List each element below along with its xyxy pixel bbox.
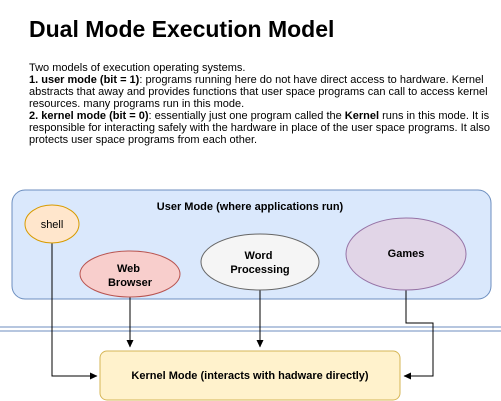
shell-label: shell xyxy=(41,219,64,231)
user-mode-term: 1. user mode (bit = 1) xyxy=(29,74,140,86)
shell-node xyxy=(24,204,80,244)
word-processing-node xyxy=(200,233,320,291)
page-title: Dual Mode Execution Model xyxy=(29,16,335,42)
description-user-mode: 1. user mode (bit = 1): programs running… xyxy=(29,74,491,110)
description-kernel-mode: 2. kernel mode (bit = 0): essentially ju… xyxy=(29,110,491,146)
games-node xyxy=(345,217,467,291)
kernel-mode-box xyxy=(99,350,401,401)
web-browser-label-line2: Browser xyxy=(108,277,153,289)
word-processing-label: Word Processing xyxy=(230,250,289,276)
kernel-mode-label: Kernel Mode (interacts with hadware dire… xyxy=(131,370,369,382)
kernel-word: Kernel xyxy=(344,110,380,122)
kernel-mode-text-before: : essentially just one program called th… xyxy=(148,110,345,122)
web-browser-node xyxy=(79,250,181,298)
web-browser-label: Web Browser xyxy=(108,263,153,289)
shell-to-kernel-connector xyxy=(51,243,98,380)
games-label: Games xyxy=(388,248,425,260)
web-browser-label-line1: Web xyxy=(117,263,140,275)
description: Two models of execution operating system… xyxy=(29,62,491,146)
word-processing-label-line1: Word xyxy=(245,250,273,262)
kernel-mode-text-after: runs in this mode. It is responsible for… xyxy=(29,110,491,146)
description-intro: Two models of execution operating system… xyxy=(29,62,246,74)
word-processing-label-line2: Processing xyxy=(230,264,289,276)
user-mode-text: : programs running here do not have dire… xyxy=(29,74,488,110)
kernel-mode-term: 2. kernel mode (bit = 0) xyxy=(29,110,149,122)
user-mode-label: User Mode (where applications run) xyxy=(157,201,344,213)
games-to-kernel-connector xyxy=(403,290,434,380)
